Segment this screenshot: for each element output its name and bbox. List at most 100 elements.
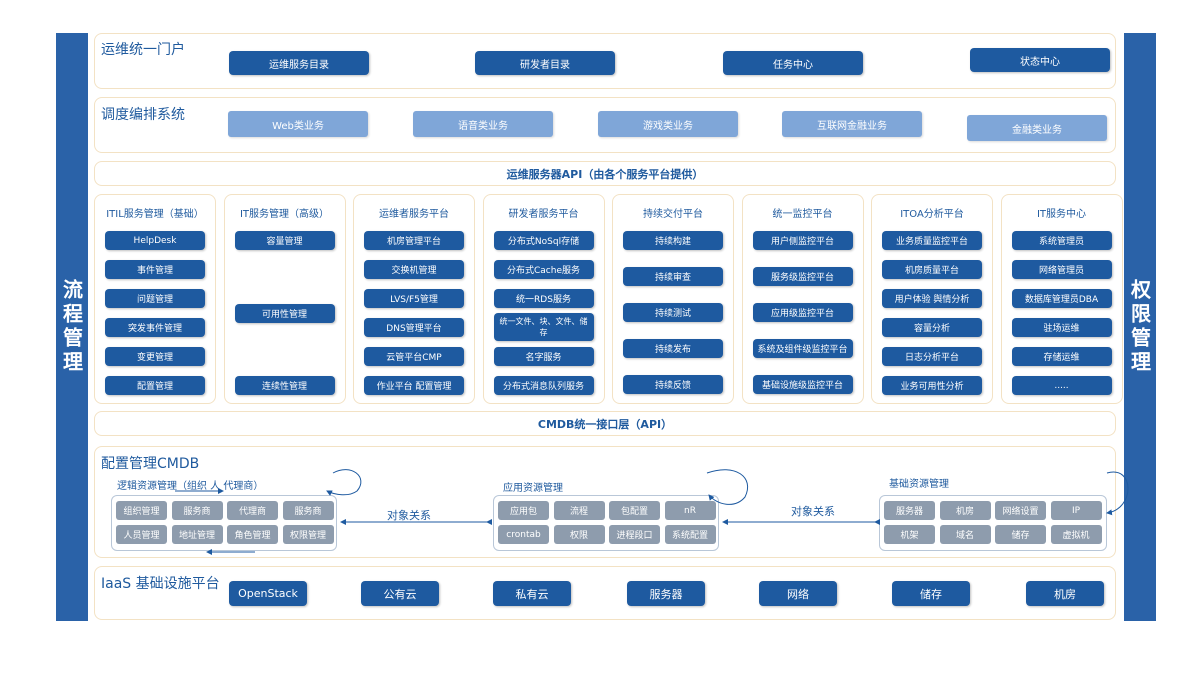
platform-item[interactable]: 系统管理员 xyxy=(1011,231,1112,250)
platform-item[interactable]: 容量分析 xyxy=(882,318,982,337)
resource-item[interactable]: 角色管理 xyxy=(227,525,278,544)
platform-item[interactable]: 用户体验 舆情分析 xyxy=(882,289,982,308)
scheduling-panel: 调度编排系统 Web类业务 语音类业务 游戏类业务 互联网金融业务 金融类业务 xyxy=(94,97,1116,153)
platform-item[interactable]: 连续性管理 xyxy=(234,376,335,395)
portal-button-4[interactable]: 状态中心 xyxy=(970,48,1110,72)
platform-item[interactable]: 云管平台CMP xyxy=(364,347,464,366)
platform-item[interactable]: 应用级监控平台 xyxy=(752,303,853,322)
process-management-label: 流程管理 xyxy=(59,279,84,375)
resource-item[interactable]: crontab xyxy=(498,525,549,544)
platform-item[interactable]: DNS管理平台 xyxy=(364,318,464,337)
iaas-button-3[interactable]: 私有云 xyxy=(493,581,571,606)
platform-item[interactable]: HelpDesk xyxy=(105,231,205,250)
portal-title: 运维统一门户 xyxy=(101,42,185,58)
platform-title: ITOA分析平台 xyxy=(900,209,964,220)
platform-item[interactable]: 持续审查 xyxy=(623,267,723,286)
resource-item[interactable]: 服务器 xyxy=(884,501,935,520)
ops-api-bar: 运维服务器API（由各个服务平台提供） xyxy=(94,161,1116,186)
platform-item[interactable]: 名字服务 xyxy=(493,347,594,366)
platform-item[interactable]: 作业平台 配置管理 xyxy=(364,376,464,395)
resource-item[interactable]: 权限 xyxy=(553,525,605,544)
resource-item[interactable]: nR xyxy=(664,501,716,520)
resource-item[interactable]: 人员管理 xyxy=(116,525,167,544)
platform-item[interactable]: 统一文件、块、文件、储存 xyxy=(493,313,594,341)
platform-item[interactable]: 可用性管理 xyxy=(234,304,335,323)
resource-item[interactable]: 权限管理 xyxy=(282,525,334,544)
platform-item[interactable]: 业务可用性分析 xyxy=(882,376,982,395)
scheduling-button-5[interactable]: 金融类业务 xyxy=(967,115,1107,141)
platform-item[interactable]: 服务级监控平台 xyxy=(752,267,853,286)
platform-item[interactable]: 网络管理员 xyxy=(1011,260,1112,279)
app-loop-arrow xyxy=(706,469,748,505)
resource-item[interactable]: 服务商 xyxy=(171,501,223,520)
platform-column-7: ITOA分析平台业务质量监控平台机房质量平台用户体验 舆情分析容量分析日志分析平… xyxy=(871,194,993,404)
platform-item[interactable]: 分布式消息队列服务 xyxy=(493,376,594,395)
resource-item[interactable]: 虚拟机 xyxy=(1050,525,1102,544)
platform-item[interactable]: 存储运维 xyxy=(1011,347,1112,366)
platform-item[interactable]: 问题管理 xyxy=(105,289,205,308)
ops-api-label: 运维服务器API（由各个服务平台提供） xyxy=(506,167,704,181)
resource-item[interactable]: 域名 xyxy=(939,525,991,544)
iaas-button-6[interactable]: 储存 xyxy=(892,581,970,606)
portal-panel: 运维统一门户 运维服务目录 研发者目录 任务中心 状态中心 xyxy=(94,33,1116,89)
resource-item[interactable]: IP xyxy=(1050,501,1102,520)
platform-item[interactable]: 基础设施级监控平台 xyxy=(752,375,853,394)
platform-item[interactable]: LVS/F5管理 xyxy=(364,289,464,308)
platform-item[interactable]: 日志分析平台 xyxy=(882,347,982,366)
platform-item[interactable]: 分布式Cache服务 xyxy=(493,260,594,279)
portal-button-2[interactable]: 研发者目录 xyxy=(475,51,615,75)
platform-item[interactable]: 驻场运维 xyxy=(1011,318,1112,337)
platform-item[interactable]: 配置管理 xyxy=(105,376,205,395)
resource-item[interactable]: 组织管理 xyxy=(116,501,167,520)
resource-item[interactable]: 储存 xyxy=(995,525,1046,544)
iaas-button-2[interactable]: 公有云 xyxy=(361,581,439,606)
cmdb-title: 配置管理CMDB xyxy=(101,456,200,472)
platform-item[interactable]: 分布式NoSql存储 xyxy=(493,231,594,250)
iaas-button-4[interactable]: 服务器 xyxy=(627,581,705,606)
resource-item[interactable]: 机房 xyxy=(939,501,991,520)
platform-item[interactable]: 事件管理 xyxy=(105,260,205,279)
permission-management-label: 权限管理 xyxy=(1127,279,1152,375)
platform-item[interactable]: 持续反馈 xyxy=(623,375,723,394)
scheduling-button-2[interactable]: 语音类业务 xyxy=(413,111,553,137)
infra-loop-arrow xyxy=(1106,471,1129,516)
resource-item[interactable]: 地址管理 xyxy=(171,525,223,544)
resource-item[interactable]: 流程 xyxy=(553,501,605,520)
platform-item[interactable]: 机房管理平台 xyxy=(364,231,464,250)
platform-item[interactable]: ..... xyxy=(1011,376,1112,395)
resource-item[interactable]: 包配置 xyxy=(609,501,660,520)
scheduling-button-3[interactable]: 游戏类业务 xyxy=(598,111,738,137)
iaas-button-5[interactable]: 网络 xyxy=(759,581,837,606)
resource-item[interactable]: 服务商 xyxy=(282,501,334,520)
iaas-button-7[interactable]: 机房 xyxy=(1026,581,1104,606)
platform-item[interactable]: 持续测试 xyxy=(623,303,723,322)
platform-item[interactable]: 容量管理 xyxy=(234,231,335,250)
platform-item[interactable]: 突发事件管理 xyxy=(105,318,205,337)
iaas-button-1[interactable]: OpenStack xyxy=(229,581,307,606)
logic-loop-arrow xyxy=(326,469,362,496)
platform-item[interactable]: 机房质量平台 xyxy=(882,260,982,279)
platform-item[interactable]: 系统及组件级监控平台 xyxy=(752,339,853,358)
platform-item[interactable]: 数据库管理员DBA xyxy=(1011,289,1112,308)
infra-resource-title: 基础资源管理 xyxy=(889,479,949,490)
portal-button-3[interactable]: 任务中心 xyxy=(723,51,863,75)
platform-item[interactable]: 变更管理 xyxy=(105,347,205,366)
resource-item[interactable]: 进程段口 xyxy=(609,525,660,544)
platform-item[interactable]: 交换机管理 xyxy=(364,260,464,279)
resource-item[interactable]: 应用包 xyxy=(498,501,549,520)
platform-item[interactable]: 用户侧监控平台 xyxy=(752,231,853,250)
scheduling-button-4[interactable]: 互联网金融业务 xyxy=(782,111,922,137)
scheduling-button-1[interactable]: Web类业务 xyxy=(228,111,368,137)
platform-item[interactable]: 持续发布 xyxy=(623,339,723,358)
resource-item[interactable]: 机架 xyxy=(884,525,935,544)
resource-item[interactable]: 网络设置 xyxy=(995,501,1046,520)
platform-item[interactable]: 统一RDS服务 xyxy=(493,289,594,308)
portal-button-1[interactable]: 运维服务目录 xyxy=(229,51,369,75)
resource-item[interactable]: 代理商 xyxy=(227,501,278,520)
resource-item[interactable]: 系统配置 xyxy=(664,525,716,544)
platform-item[interactable]: 持续构建 xyxy=(623,231,723,250)
platform-item[interactable]: 业务质量监控平台 xyxy=(882,231,982,250)
